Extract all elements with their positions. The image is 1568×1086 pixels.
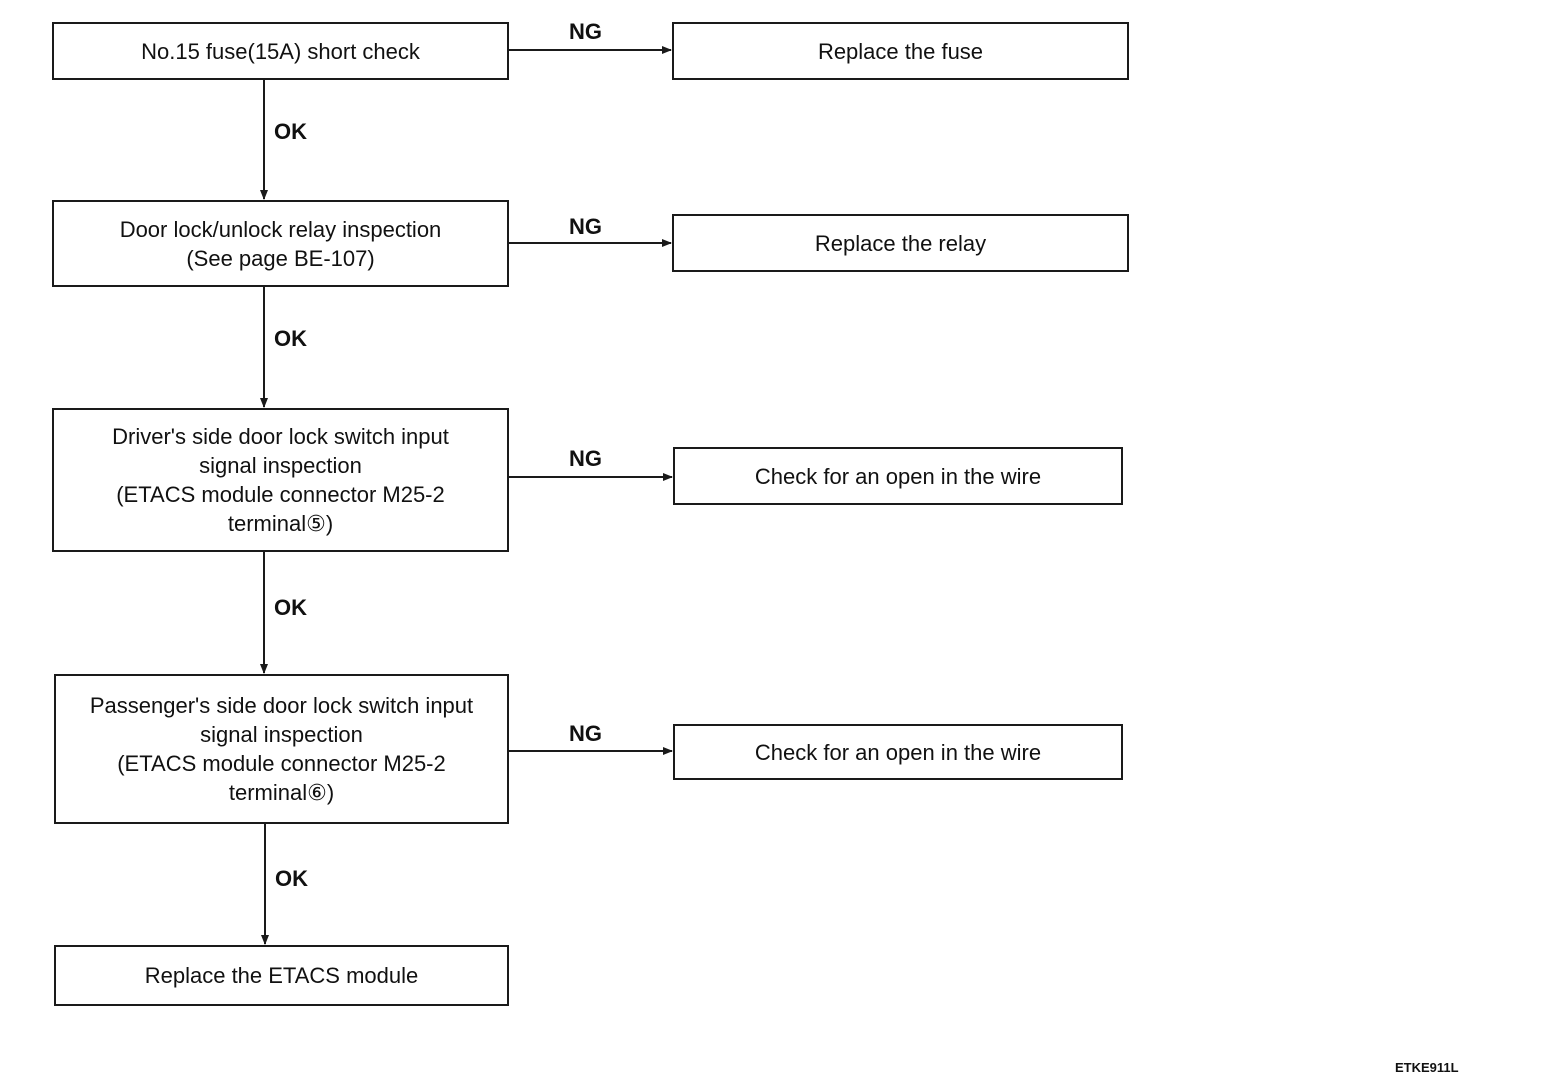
ng-result-check-wire-passenger-text: Check for an open in the wire bbox=[754, 739, 1042, 765]
ng-label-4: NG bbox=[569, 721, 602, 746]
step-driver-switch-line-1: Driver's side door lock switch input bbox=[112, 424, 449, 449]
step-driver-switch-line-4: terminal⑤) bbox=[227, 511, 334, 536]
step-driver-switch-inspection: Driver's side door lock switch input sig… bbox=[52, 408, 509, 552]
step-replace-etacs-module: Replace the ETACS module bbox=[54, 945, 509, 1006]
step-relay-inspection-line-1: Door lock/unlock relay inspection bbox=[119, 216, 442, 242]
step-passenger-switch-line-4: terminal⑥) bbox=[228, 780, 335, 805]
ng-result-replace-relay: Replace the relay bbox=[672, 214, 1129, 272]
step-driver-switch-line-3: (ETACS module connector M25-2 bbox=[116, 482, 445, 507]
ok-label-2: OK bbox=[274, 326, 307, 351]
ng-result-replace-fuse: Replace the fuse bbox=[672, 22, 1129, 80]
ng-result-check-wire-passenger: Check for an open in the wire bbox=[673, 724, 1123, 780]
step-relay-inspection: Door lock/unlock relay inspection (See p… bbox=[52, 200, 509, 287]
step-passenger-switch-line-2: signal inspection bbox=[200, 722, 363, 747]
step-driver-switch-line-2: signal inspection bbox=[199, 453, 362, 478]
ok-label-1: OK bbox=[274, 119, 307, 144]
ng-result-replace-fuse-text: Replace the fuse bbox=[817, 38, 984, 64]
ng-result-replace-relay-text: Replace the relay bbox=[814, 230, 987, 256]
step-fuse-check-line-1: No.15 fuse(15A) short check bbox=[141, 38, 420, 64]
step-fuse-check: No.15 fuse(15A) short check bbox=[52, 22, 509, 80]
ng-result-check-wire-driver-text: Check for an open in the wire bbox=[754, 463, 1042, 489]
step-passenger-switch-line-1: Passenger's side door lock switch input bbox=[89, 693, 474, 718]
step-relay-inspection-line-2: (See page BE-107) bbox=[186, 245, 375, 271]
figure-code: ETKE911L bbox=[1395, 1060, 1459, 1075]
ng-label-1: NG bbox=[569, 19, 602, 44]
ok-label-3: OK bbox=[274, 595, 307, 620]
ng-label-3: NG bbox=[569, 446, 602, 471]
ng-result-check-wire-driver: Check for an open in the wire bbox=[673, 447, 1123, 505]
step-replace-etacs-line-1: Replace the ETACS module bbox=[144, 963, 419, 988]
step-passenger-switch-inspection: Passenger's side door lock switch input … bbox=[54, 674, 509, 824]
step-passenger-switch-line-3: (ETACS module connector M25-2 bbox=[117, 751, 446, 776]
ng-label-2: NG bbox=[569, 214, 602, 239]
ok-label-4: OK bbox=[275, 866, 308, 891]
